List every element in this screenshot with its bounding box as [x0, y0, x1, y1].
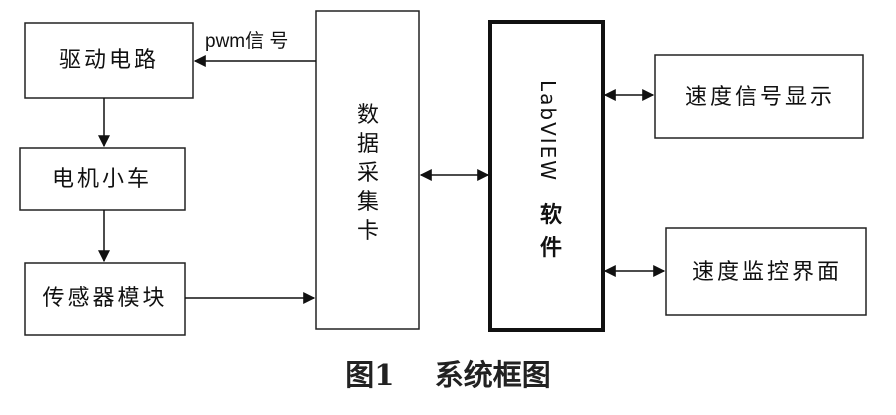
speed-display-label: 速度信号显示	[685, 85, 835, 110]
labview-sub-char-1: 软	[540, 202, 562, 228]
figure-caption: 图1 系统框图	[345, 358, 551, 392]
speed-display-block: 速度信号显示	[654, 54, 864, 139]
driver-circuit-block: 驱动电路	[24, 22, 194, 99]
sensor-module-block: 传感器模块	[24, 262, 186, 336]
driver-circuit-label: 驱动电路	[59, 48, 159, 73]
daq-char-2: 据	[357, 132, 379, 157]
motor-car-label: 电机小车	[52, 167, 152, 192]
motor-car-block: 电机小车	[19, 147, 186, 211]
daq-card-block: 数 据 采 集 卡	[315, 10, 420, 330]
connectors	[98, 55, 666, 304]
daq-char-1: 数	[357, 103, 379, 128]
daq-char-3: 采	[357, 161, 379, 186]
pwm-signal-label: pwm信 号	[205, 30, 288, 52]
labview-sub-char-2: 件	[540, 236, 562, 261]
speed-monitor-block: 速度监控界面	[665, 227, 867, 316]
speed-monitor-label: 速度监控界面	[692, 260, 842, 285]
sensor-module-label: 传感器模块	[42, 286, 167, 311]
daq-char-5: 卡	[357, 219, 379, 244]
labview-software-block: LabVIEW 软 件	[488, 20, 605, 332]
labview-name-label: LabVIEW	[536, 80, 560, 182]
daq-char-4: 集	[357, 190, 379, 215]
